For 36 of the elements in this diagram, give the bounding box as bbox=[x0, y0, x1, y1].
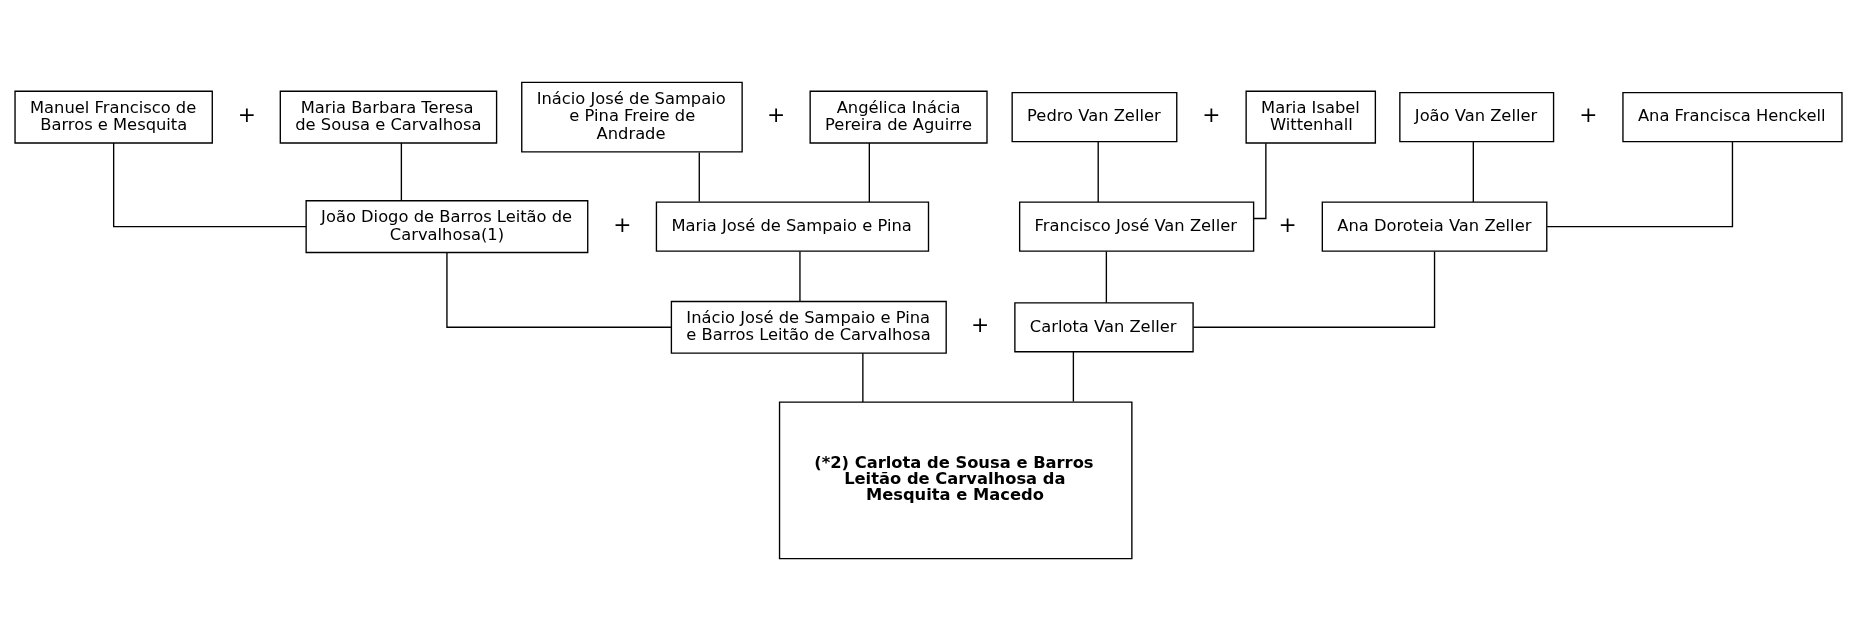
connector bbox=[1192, 250, 1436, 328]
connector bbox=[1253, 142, 1267, 219]
connector bbox=[1546, 140, 1734, 227]
node-box: Francisco José Van Zeller bbox=[1018, 200, 1255, 252]
label: + bbox=[767, 101, 786, 127]
node-box: Ana Francisca Henckell bbox=[1622, 91, 1843, 142]
label: + bbox=[971, 311, 990, 337]
node-box: Inácio José de Sampaio e Pina Freire de Andrade bbox=[521, 81, 743, 152]
label: + bbox=[613, 211, 632, 237]
node-box: Maria Barbara Teresa de Sousa e Carvalhosa bbox=[279, 90, 498, 144]
connector bbox=[1097, 140, 1099, 203]
connector bbox=[862, 352, 864, 403]
label: + bbox=[237, 101, 257, 127]
label: + bbox=[1278, 211, 1297, 237]
connector bbox=[400, 141, 403, 201]
connector bbox=[1472, 140, 1474, 203]
node-box: Pedro Van Zeller bbox=[1011, 91, 1178, 142]
connector bbox=[1105, 250, 1108, 303]
connector bbox=[698, 151, 700, 202]
node-box: Ana Doroteia Van Zeller bbox=[1321, 200, 1548, 252]
connector bbox=[1072, 350, 1075, 402]
node-box: João Van Zeller bbox=[1399, 91, 1555, 142]
node-box: Angélica Inácia Pereira de Aguirre bbox=[809, 90, 988, 144]
label: + bbox=[1202, 101, 1221, 127]
node-box: Maria Isabel Wittenhall bbox=[1245, 90, 1377, 144]
label: + bbox=[1579, 101, 1598, 127]
node-box: Manuel Francisco de Barros e Mesquita bbox=[14, 90, 213, 144]
node-box: Carlota Van Zeller bbox=[1014, 301, 1194, 352]
connector bbox=[868, 141, 870, 203]
connector bbox=[799, 250, 801, 302]
connector bbox=[446, 251, 672, 328]
node-box: Inácio José de Sampaio e Pina e Barros Leitão de Carvalhosa bbox=[670, 300, 947, 354]
node-box: (*2) Carlota de Sousa e Barros Leitão de Carvalhosa da Mesquita e Macedo bbox=[778, 400, 1133, 559]
node-box: João Diogo de Barros Leitão de Carvalhosa(1) bbox=[305, 199, 589, 253]
node-box: Maria José de Sampaio e Pina bbox=[655, 200, 930, 252]
connector bbox=[112, 141, 307, 227]
